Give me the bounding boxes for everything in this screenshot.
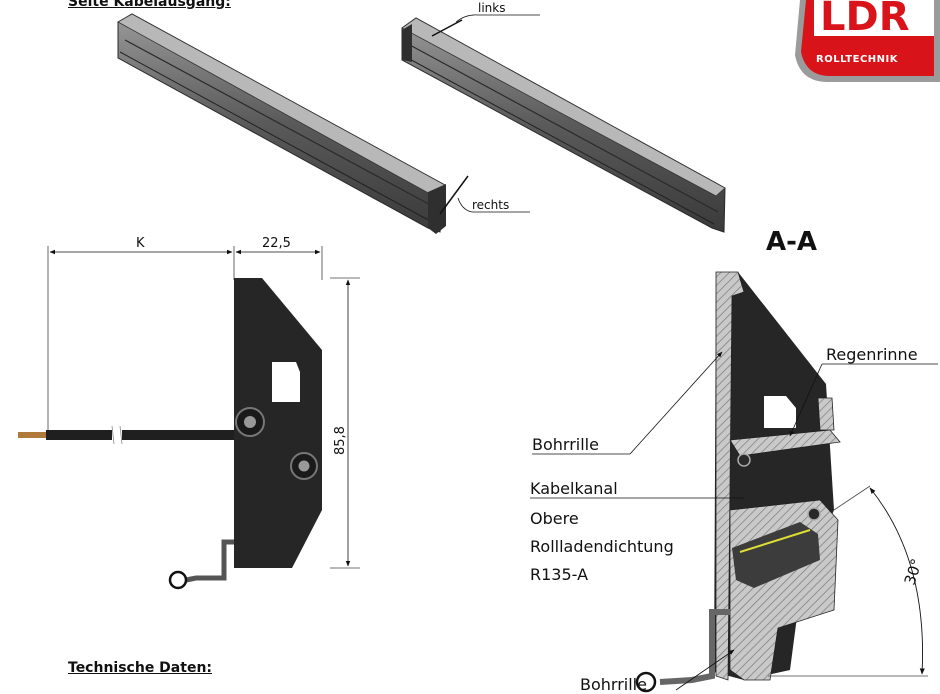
callout-kabelkanal: Kabelkanal — [530, 479, 618, 498]
end-cap-front — [234, 278, 322, 568]
callout-bohrrille-top: Bohrrille — [532, 435, 599, 454]
iso-profile-right-exit: rechts — [117, 13, 530, 234]
callout-seal-line2: Rollladendichtung — [530, 537, 674, 556]
callout-regenrinne: Regenrinne — [826, 345, 918, 364]
dim-width: 22,5 — [262, 236, 291, 251]
dim-k: K — [136, 236, 145, 251]
heading-cable-exit: Seite Kabelausgang: — [68, 0, 231, 10]
dim-height: 85,8 — [333, 426, 348, 455]
iso-profile-left-exit: links — [401, 1, 726, 233]
callout-bohrrille-bottom: Bohrrille — [580, 675, 647, 694]
callout-seal-line3: R135-A — [530, 565, 588, 584]
logo-text: ROLLTECHNIK — [816, 54, 899, 65]
front-view: K 22,5 85,8 — [18, 236, 360, 590]
heading-technical-data: Technische Daten: — [68, 660, 213, 676]
cable — [46, 430, 234, 440]
section-callouts: Regenrinne Bohrrille Kabelkanal Obere Ro… — [530, 345, 938, 694]
section-title: A-A — [766, 227, 817, 257]
callout-seal-line1: Obere — [530, 509, 579, 528]
label-rechts: rechts — [472, 198, 509, 212]
ldr-logo: LDR ROLLTECHNIK — [795, 0, 940, 82]
cable-wire-end — [18, 432, 48, 438]
logo-letters: LDR — [820, 0, 910, 40]
seal-hook — [185, 539, 234, 583]
cap-window — [272, 362, 300, 402]
section-profile — [635, 271, 841, 693]
label-links: links — [478, 1, 505, 15]
angle-label: 30° — [901, 556, 926, 587]
